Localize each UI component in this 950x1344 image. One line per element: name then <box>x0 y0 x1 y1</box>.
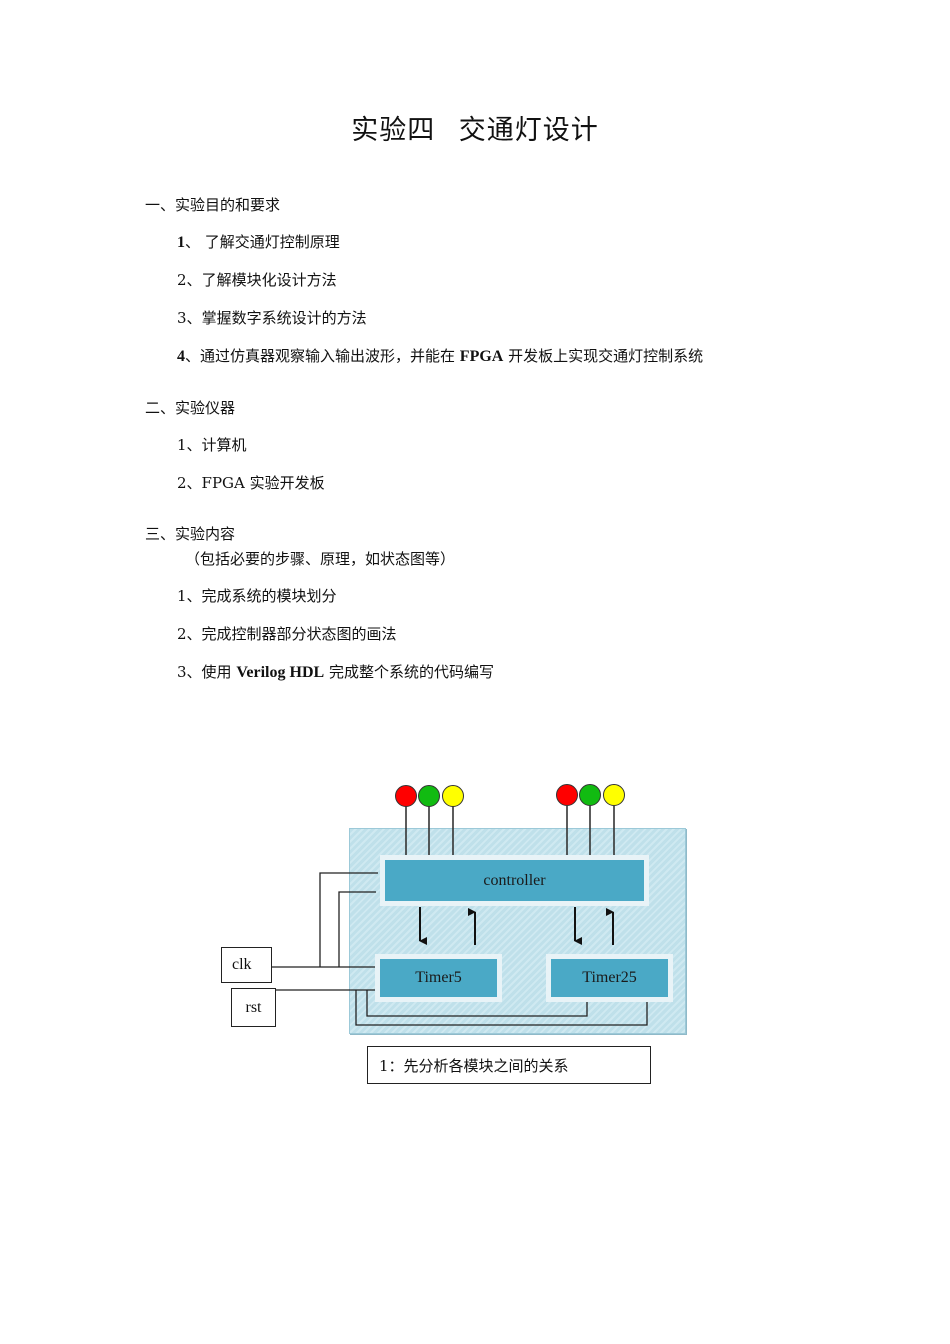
diagram-caption: 1：先分析各模块之间的关系 <box>367 1046 651 1084</box>
item-number: 1 <box>177 234 185 251</box>
red-light-icon <box>395 785 417 807</box>
timer5-block: Timer5 <box>375 954 502 1002</box>
content-item-2: 2、完成控制器部分状态图的画法 <box>177 625 397 643</box>
yellow-light-icon <box>442 785 464 807</box>
objective-item-2: 2、了解模块化设计方法 <box>177 271 337 289</box>
content-item-3: 3、使用 Verilog HDL 完成整个系统的代码编写 <box>177 663 494 681</box>
title-part-2: 交通灯设计 <box>458 115 599 146</box>
objective-item-3: 3、掌握数字系统设计的方法 <box>177 309 367 327</box>
clk-input-box: clk <box>221 947 272 983</box>
section-heading-content: 三、实验内容 <box>145 525 236 543</box>
instrument-item-1: 1、计算机 <box>177 436 247 454</box>
content-item-1: 1、完成系统的模块划分 <box>177 587 337 605</box>
section-heading-instruments: 二、实验仪器 <box>145 399 236 417</box>
rst-input-box: rst <box>231 988 276 1027</box>
green-light-icon <box>418 785 440 807</box>
instrument-item-2: 2、FPGA 实验开发板 <box>177 474 325 492</box>
yellow-light-icon <box>603 784 625 806</box>
arrows <box>419 907 614 945</box>
timer25-block: Timer25 <box>546 954 673 1002</box>
objective-item-4: 4、通过仿真器观察输入输出波形，并能在 FPGA 开发板上实现交通灯控制系统 <box>177 347 704 365</box>
section-note: （包括必要的步骤、原理，如状态图等） <box>185 550 456 568</box>
title-part-1: 实验四 <box>351 115 436 146</box>
green-light-icon <box>579 784 601 806</box>
red-light-icon <box>556 784 578 806</box>
section-heading-objectives: 一、实验目的和要求 <box>145 196 281 214</box>
controller-block: controller <box>380 855 649 906</box>
objective-item-1: 1、 了解交通灯控制原理 <box>177 233 340 251</box>
page-title: 实验四 交通灯设计 <box>0 108 950 147</box>
